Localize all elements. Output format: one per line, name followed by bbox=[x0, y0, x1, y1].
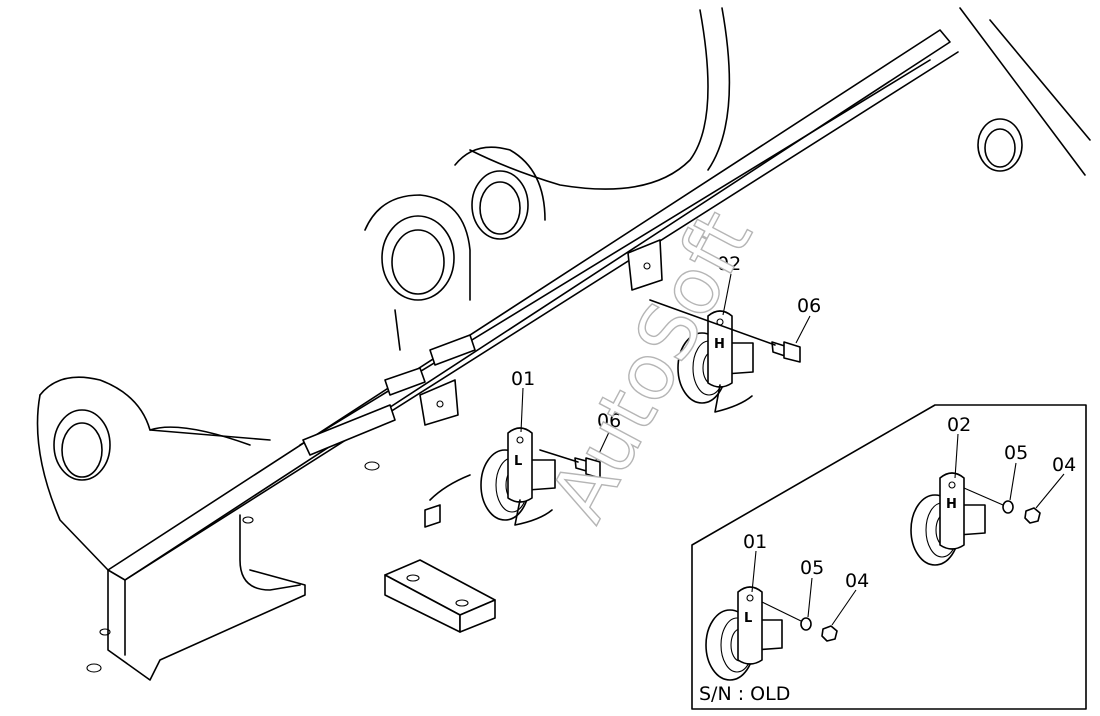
frame-structure bbox=[36, 7, 1091, 681]
callout-06-low: 06 bbox=[597, 410, 621, 432]
nut-low-inset bbox=[821, 625, 838, 642]
bolt-high-main bbox=[649, 299, 801, 363]
callout-05-inset-low: 05 bbox=[800, 557, 824, 579]
washer-high-inset bbox=[1002, 500, 1014, 514]
inset-old-serial: H L S/N : OLD bbox=[691, 404, 1087, 710]
callout-02-inset: 02 bbox=[947, 414, 971, 436]
horn-high-inset: H bbox=[910, 472, 986, 566]
horn-high-inset-tag: H bbox=[946, 497, 957, 512]
callout-05-inset-high: 05 bbox=[1004, 442, 1028, 464]
spacer-block bbox=[384, 559, 496, 633]
horn-low-main: L bbox=[480, 427, 556, 526]
horn-high-main: H bbox=[677, 310, 754, 413]
horn-low-inset: L bbox=[705, 586, 783, 681]
horn-high-tag: H bbox=[714, 337, 725, 352]
callout-01-inset: 01 bbox=[743, 531, 767, 553]
callout-01-main: 01 bbox=[511, 368, 535, 390]
callouts: 01 02 06 06 02 01 05 05 04 04 bbox=[511, 253, 1076, 592]
callout-06-high: 06 bbox=[797, 295, 821, 317]
callout-04-inset-high: 04 bbox=[1052, 454, 1076, 476]
horn-low-tag: L bbox=[514, 454, 522, 469]
leader-lines bbox=[520, 273, 1065, 626]
washer-low-inset bbox=[800, 617, 812, 631]
bolt-low-main bbox=[539, 449, 601, 479]
serial-label: S/N : OLD bbox=[699, 683, 790, 705]
callout-02-main: 02 bbox=[717, 253, 741, 275]
horn-low-inset-tag: L bbox=[744, 611, 752, 626]
nut-high-inset bbox=[1024, 507, 1041, 524]
callout-04-inset-low: 04 bbox=[845, 570, 869, 592]
